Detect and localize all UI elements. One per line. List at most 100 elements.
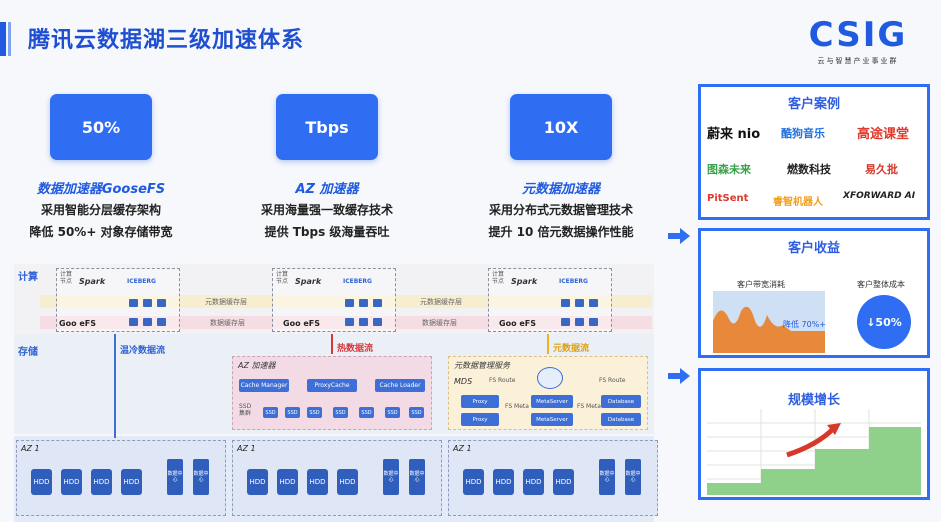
hdd-block: HDD <box>523 469 544 495</box>
az-accelerator-panel: AZ 加速器 Cache Manager ProxyCache Cache Lo… <box>232 356 432 430</box>
hdd-block: HDD <box>553 469 574 495</box>
database-box: Database <box>601 395 641 408</box>
warm-cold-flow-label: 温冷数据流 <box>120 346 166 356</box>
customer-cases-title: 客户案例 <box>787 97 840 112</box>
spark-logo: Spark <box>79 277 106 286</box>
stat-label-az: AZ 加速器 <box>295 182 359 197</box>
cache-block-icon <box>345 318 354 326</box>
metaserver-cluster-icon <box>537 367 563 389</box>
hdd-block: HDD <box>91 469 112 495</box>
ssd-block: SSD <box>409 407 424 418</box>
hdd-block: HDD <box>493 469 514 495</box>
hdd-block: HDD <box>247 469 268 495</box>
growth-chart <box>707 409 921 495</box>
ssd-block: SSD <box>333 407 348 418</box>
brand-xforward: XFORWARD AI <box>843 191 916 201</box>
cache-block-icon <box>143 318 152 326</box>
customer-benefit-title: 客户收益 <box>787 241 840 256</box>
customer-benefit-panel: 客户收益 客户带宽消耗 客户整体成本 降低 70%+ ↓50% <box>698 228 930 358</box>
bandwidth-label: 客户带宽消耗 <box>737 280 785 289</box>
hdd-block: HDD <box>277 469 298 495</box>
fs-meta-label: FS Meta <box>577 403 601 410</box>
ssd-block: SSD <box>307 407 322 418</box>
iceberg-logo: ICEBERG <box>343 278 372 285</box>
warm-cold-flow-arrow <box>114 334 116 438</box>
scale-growth-panel: 规模增长 <box>698 368 930 500</box>
brand-kugou: 酷狗音乐 <box>781 127 825 140</box>
title-accent-bar <box>0 22 6 56</box>
bandwidth-note: 降低 70%+ <box>783 320 827 329</box>
proxy-box: Proxy <box>461 413 499 426</box>
cost-label: 客户整体成本 <box>857 280 905 289</box>
brand-nio: 蔚来 nio <box>707 127 761 142</box>
cache-block-icon <box>561 299 570 307</box>
brand-ranshu: 燃数科技 <box>787 163 831 176</box>
hot-flow-label: 热数据流 <box>337 344 374 354</box>
cache-manager-box: Cache Manager <box>239 379 289 392</box>
stat-card-az: Tbps <box>276 94 378 160</box>
cache-block-icon <box>373 318 382 326</box>
bandwidth-chart <box>713 291 825 353</box>
metadata-layer-label-2: 元数据缓存层 <box>420 298 462 306</box>
cache-block-icon <box>561 318 570 326</box>
compute-label: 计算 <box>18 272 38 283</box>
mds-panel: 元数据管理服务 MDS FS Route FS Route Proxy Prox… <box>448 356 648 430</box>
ssd-block: SSD <box>285 407 300 418</box>
stat-label-meta: 元数据加速器 <box>521 182 600 197</box>
cache-block-icon <box>589 318 598 326</box>
cache-block-icon <box>575 299 584 307</box>
az-box-1: AZ 1 HDD HDD HDD HDD 数据中心 数据中心 <box>16 440 226 516</box>
stat-desc-goosefs-1: 采用智能分层缓存架构 <box>40 203 161 217</box>
spark-logo: Spark <box>295 277 322 286</box>
stat-desc-goosefs-2: 降低 50%+ 对象存储带宽 <box>29 225 173 239</box>
datacenter-block: 数据中心 <box>193 459 209 495</box>
cache-block-icon <box>157 318 166 326</box>
datacenter-block: 数据中心 <box>625 459 641 495</box>
brand-pitsent: PitSent <box>707 193 749 204</box>
hdd-block: HDD <box>61 469 82 495</box>
meta-flow-label: 元数据流 <box>553 344 590 354</box>
cache-block-icon <box>129 299 138 307</box>
metadata-layer-label-1: 元数据缓存层 <box>205 298 247 306</box>
cache-block-icon <box>359 299 368 307</box>
az-box-2: AZ 1 HDD HDD HDD HDD 数据中心 数据中心 <box>232 440 442 516</box>
metaserver-box: MetaServer <box>531 395 573 408</box>
ssd-block: SSD <box>263 407 278 418</box>
database-box: Database <box>601 413 641 426</box>
az-title: AZ 1 <box>237 444 256 453</box>
datacenter-block: 数据中心 <box>599 459 615 495</box>
logo-text: CSIG <box>808 15 908 55</box>
fs-route-label: FS Route <box>489 377 516 384</box>
brand-tusen: 图森未来 <box>707 163 751 176</box>
title-accent-bar-light <box>8 22 11 56</box>
brand-robot: 睿智机器人 <box>773 197 823 208</box>
az-title: AZ 1 <box>21 444 40 453</box>
az-title: AZ 1 <box>453 444 472 453</box>
goosefs-label: Goo eFS <box>499 319 536 328</box>
stat-desc-meta-2: 提升 10 倍元数据操作性能 <box>488 225 634 239</box>
hdd-block: HDD <box>463 469 484 495</box>
datacenter-block: 数据中心 <box>383 459 399 495</box>
cache-loader-box: Cache Loader <box>375 379 425 392</box>
cache-block-icon <box>143 299 152 307</box>
compute-node-3: 计算节点 Spark ICEBERG Goo eFS <box>488 268 612 332</box>
cost-circle: ↓50% <box>857 295 911 349</box>
hdd-block: HDD <box>337 469 358 495</box>
compute-node-1: 计算节点 Spark ICEBERG Goo eFS <box>56 268 180 332</box>
cache-block-icon <box>373 299 382 307</box>
proxy-box: Proxy <box>461 395 499 408</box>
hdd-block: HDD <box>121 469 142 495</box>
cache-block-icon <box>129 318 138 326</box>
goosefs-label: Goo eFS <box>283 319 320 328</box>
stat-desc-az-2: 提供 Tbps 级海量吞吐 <box>264 225 390 239</box>
page-title: 腾讯云数据湖三级加速体系 <box>28 28 305 53</box>
mds-title: 元数据管理服务 <box>454 361 510 370</box>
brand-yijiupi: 易久批 <box>865 163 898 176</box>
iceberg-logo: ICEBERG <box>127 278 156 285</box>
ssd-block: SSD <box>385 407 400 418</box>
stat-desc-meta-1: 采用分布式元数据管理技术 <box>488 203 633 217</box>
cache-block-icon <box>575 318 584 326</box>
metaserver-box: MetaServer <box>531 413 573 426</box>
cache-block-icon <box>345 299 354 307</box>
